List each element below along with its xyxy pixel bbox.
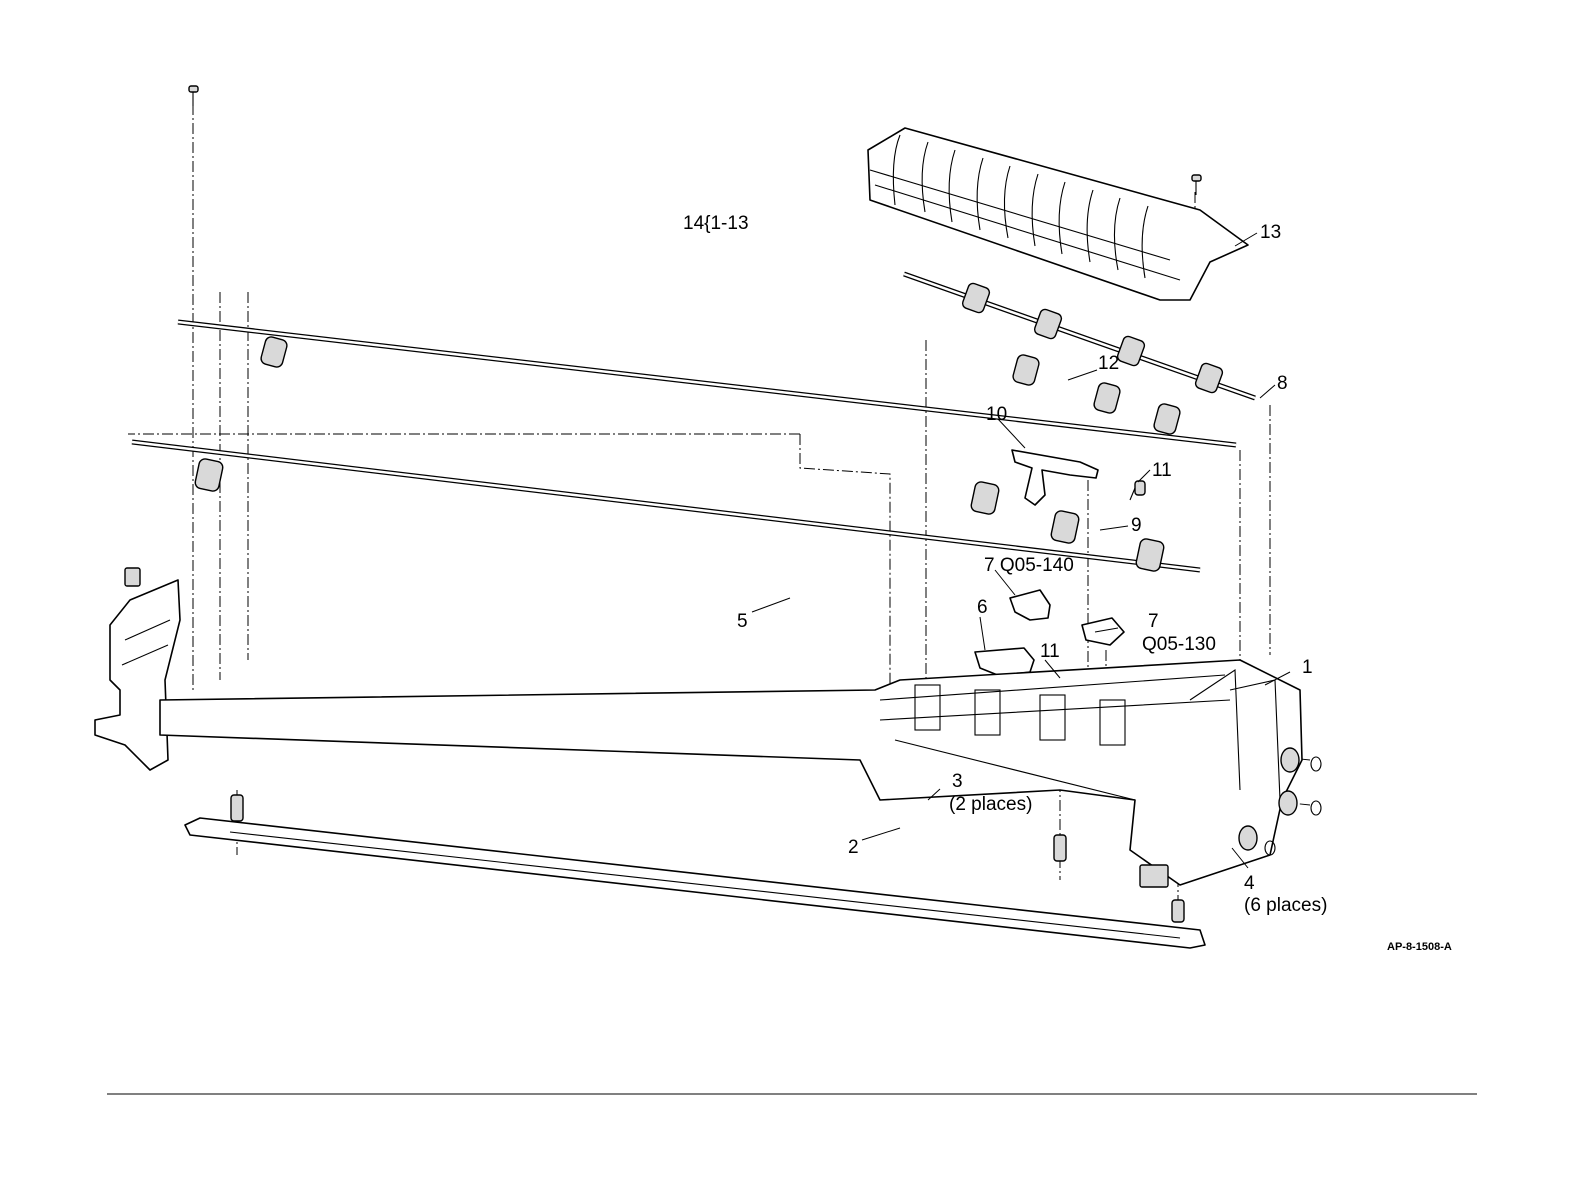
part-7-sensor-q05-140 bbox=[1010, 590, 1050, 620]
assembly-label: 14{1-13 bbox=[683, 213, 749, 234]
part-5-left-bracket bbox=[95, 568, 180, 770]
part-3-springs bbox=[231, 795, 1184, 922]
part-6-lever bbox=[975, 648, 1034, 676]
part-13-top-cover bbox=[868, 128, 1248, 300]
part-2-bottom-plate bbox=[185, 818, 1205, 948]
drawing-code: AP-8-1508-A bbox=[1387, 941, 1452, 953]
part-12-middle-roller-shaft bbox=[178, 322, 1236, 445]
callout-3: 3 bbox=[952, 771, 963, 792]
callout-6: 6 bbox=[977, 597, 988, 618]
part-10-actuator bbox=[1012, 450, 1098, 505]
callout-11-lower: 11 bbox=[1040, 641, 1060, 662]
callout-labels: 14{1-13 13 12 8 10 11 9 7 Q05-140 5 6 7 … bbox=[683, 213, 1452, 953]
callout-7-q05-130: 7 bbox=[1148, 611, 1159, 632]
part-8-upper-roller-shaft bbox=[904, 274, 1255, 398]
callout-11-upper: 11 bbox=[1152, 460, 1172, 481]
callout-7-q05-140: 7 Q05-140 bbox=[984, 555, 1074, 576]
callout-10: 10 bbox=[986, 404, 1007, 425]
callout-12: 12 bbox=[1098, 353, 1119, 374]
callout-4: 4 bbox=[1244, 873, 1255, 894]
callout-3-note: (2 places) bbox=[949, 794, 1032, 815]
callout-2: 2 bbox=[848, 837, 859, 858]
part-11-spring-upper bbox=[1130, 481, 1145, 500]
callout-5: 5 bbox=[737, 611, 748, 632]
callout-9: 9 bbox=[1131, 515, 1142, 536]
callout-7-q05-130-code: Q05-130 bbox=[1142, 634, 1216, 655]
callout-4-note: (6 places) bbox=[1244, 895, 1327, 916]
callout-13: 13 bbox=[1260, 222, 1281, 243]
callout-1: 1 bbox=[1302, 657, 1313, 678]
callout-8: 8 bbox=[1277, 373, 1288, 394]
